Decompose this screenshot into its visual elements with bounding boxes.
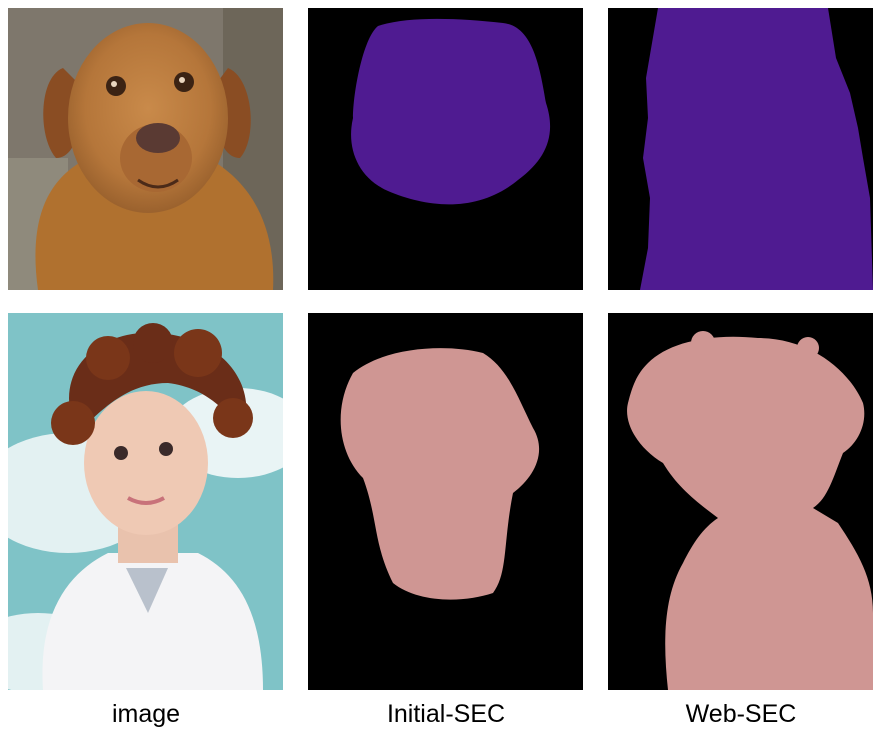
caption-web-sec: Web-SEC bbox=[603, 698, 873, 730]
child-web-sec-mask bbox=[608, 313, 873, 690]
dog-photo bbox=[8, 8, 283, 290]
child-photo bbox=[8, 313, 283, 690]
caption-initial-sec: Initial-SEC bbox=[308, 698, 584, 730]
dog-initial-sec-mask bbox=[308, 8, 583, 290]
caption-image: image bbox=[8, 698, 284, 730]
child-initial-sec-mask bbox=[308, 313, 583, 690]
dog-web-sec-mask bbox=[608, 8, 873, 290]
